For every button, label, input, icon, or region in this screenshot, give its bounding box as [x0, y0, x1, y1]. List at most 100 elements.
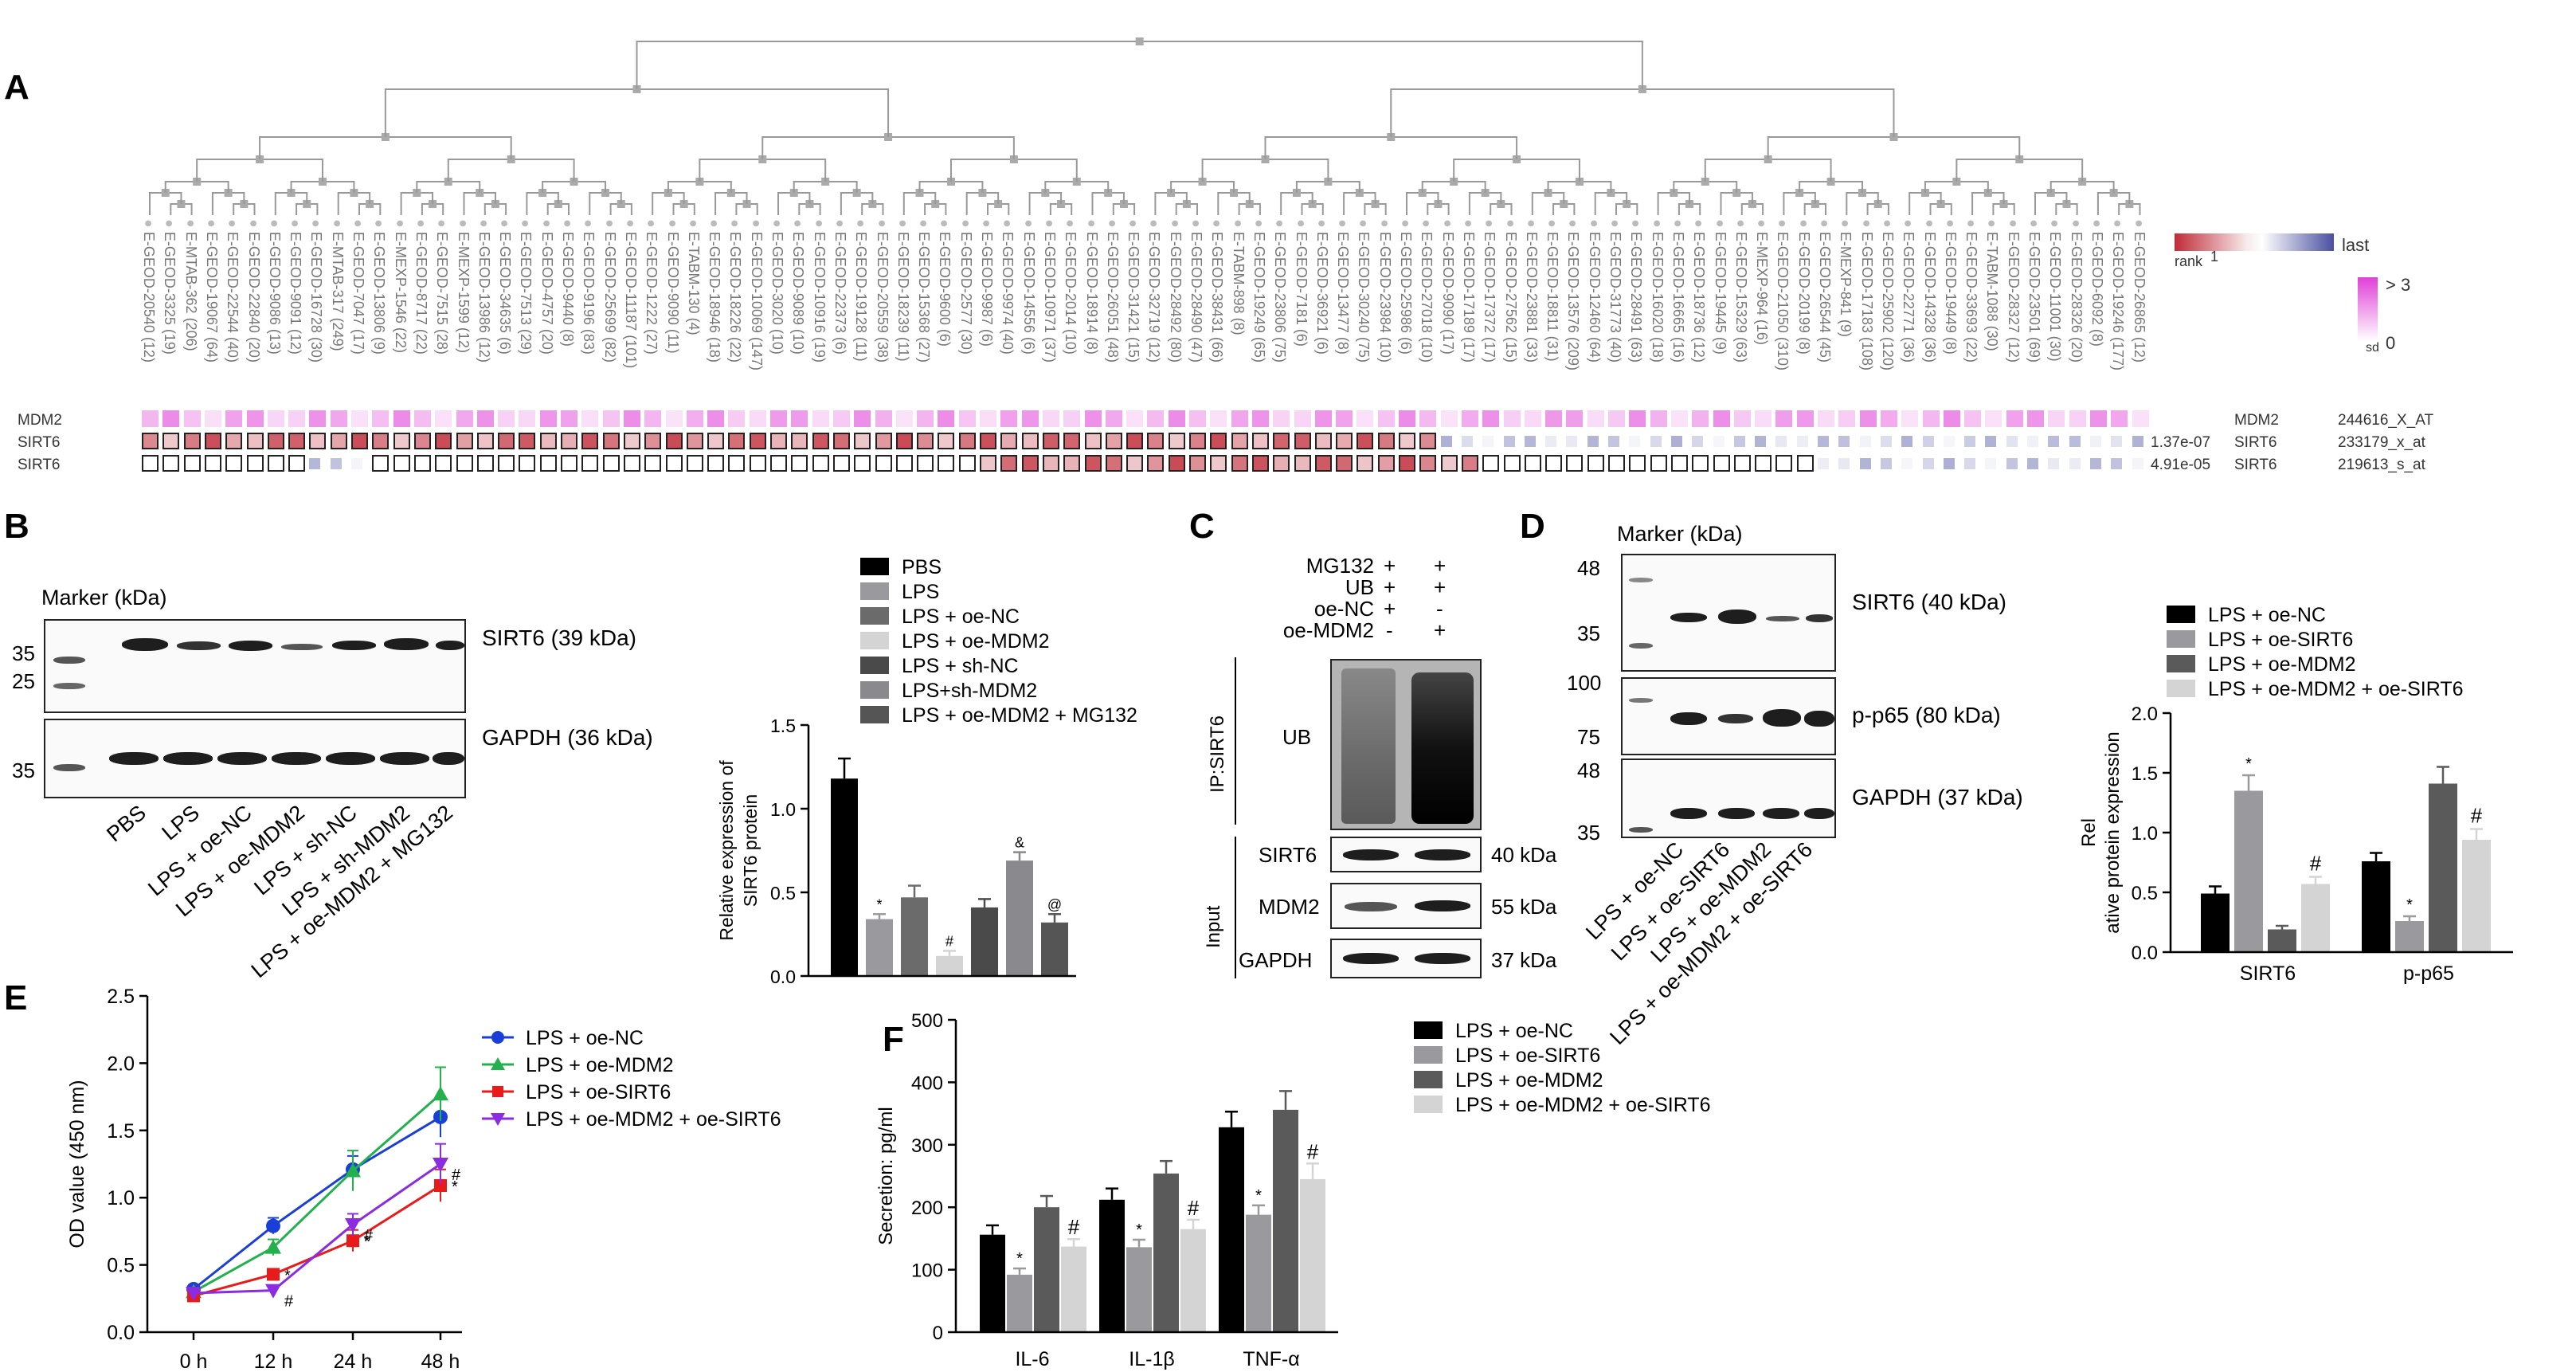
sample-dot: ● [1167, 219, 1184, 232]
sample-id: E-GEOD-14328 (36) [1921, 231, 1938, 363]
panel-label-c: C [1189, 507, 1215, 546]
heatmap-cell [2006, 458, 2018, 469]
sample-label: ● E-GEOD-20559 (38) [874, 219, 891, 426]
marker-d-48: 48 [1577, 556, 1600, 580]
heatmap-cell [561, 410, 577, 427]
heatmap-cell [1943, 410, 1960, 427]
sample-dot: ● [664, 219, 681, 232]
legend-swatch [2167, 606, 2195, 623]
panel-b: Marker (kDa) 35 25 SIRT6 (39 kDa) 35 GAP… [0, 502, 1179, 987]
row-label-mdm2: MDM2 [18, 412, 62, 429]
heatmap-cell [1189, 410, 1206, 427]
heatmap-cell [1105, 455, 1122, 472]
heatmap-cell [204, 433, 221, 449]
sample-label: ● E-GEOD-13806 (9) [370, 219, 387, 426]
sample-id: E-GEOD-19067 (64) [203, 231, 220, 363]
sample-dot: ● [308, 219, 325, 232]
sample-id: E-GEOD-2577 (30) [957, 231, 974, 355]
y-tick-label: 2.0 [2132, 704, 2158, 725]
heatmap-cell [707, 410, 725, 427]
heatmap-cell [1859, 436, 1871, 447]
heatmap-cell [1063, 433, 1081, 449]
heatmap-cell [330, 458, 342, 469]
sample-dot: ● [1293, 219, 1310, 232]
sample-dot: ● [1126, 219, 1142, 232]
rank-legend-first: rank [2175, 253, 2203, 269]
heatmap-cell [288, 433, 306, 449]
heatmap-cell [1545, 410, 1563, 427]
input-label: Input [1203, 905, 1224, 948]
sirt6-band [1670, 613, 1707, 622]
sample-label: ● E-GEOD-23984 (10) [1376, 219, 1393, 426]
sirt6-label-c: SIRT6 [1259, 843, 1317, 867]
sample-label: ● E-GEOD-26865 (12) [2131, 219, 2147, 426]
significance-mark: * [2406, 896, 2413, 914]
heatmap-cell [1273, 433, 1290, 449]
sample-label: ● E-GEOD-20540 (12) [140, 219, 157, 426]
sirt6-band [281, 644, 323, 650]
heatmap-cell [1796, 455, 1814, 472]
sample-label: ● E-GEOD-11001 (30) [2046, 219, 2063, 426]
heatmap-cell [707, 433, 725, 449]
sample-dot: ● [2110, 219, 2127, 232]
sample-id: E-GEOD-26865 (12) [2131, 231, 2147, 363]
heatmap-cell [1273, 410, 1290, 427]
legend-label: LPS+sh-MDM2 [902, 680, 1037, 702]
heatmap-cell [351, 458, 362, 469]
heatmap-cell [1231, 455, 1248, 472]
sample-label: ● E-GEOD-28327 (12) [2005, 219, 2022, 426]
sample-id: E-GEOD-38431 (66) [1209, 231, 1226, 363]
heatmap-cell [875, 410, 892, 427]
sample-id: E-GEOD-34635 (6) [497, 231, 514, 355]
sample-label: ● E-GEOD-9987 (6) [978, 219, 995, 426]
heatmap-cell [875, 433, 892, 449]
row-ub-v2: + [1434, 575, 1447, 599]
sample-label: ● E-GEOD-9600 (6) [936, 219, 953, 426]
sample-dot: ● [1838, 219, 1854, 232]
sample-label: ● E-GEOD-11187 (101) [622, 219, 639, 426]
legend-label: LPS + oe-MDM2 [526, 1054, 674, 1076]
legend-label: LPS + oe-MDM2 [1455, 1069, 1603, 1092]
y-tick-label: 300 [911, 1135, 943, 1157]
y-tick-label: 0.5 [107, 1255, 135, 1277]
sample-dot: ● [1858, 219, 1875, 232]
heatmap-cell [456, 410, 473, 427]
heatmap-cell [1063, 410, 1081, 427]
sample-id: E-GEOD-15329 (63) [1732, 231, 1749, 363]
sample-label: ● E-GEOD-7181 (6) [1293, 219, 1310, 426]
heatmap-cell [1147, 455, 1165, 472]
y-tick-label: 0.0 [107, 1322, 135, 1344]
x-category-label: p-p65 [2403, 962, 2454, 985]
heatmap-cell [958, 455, 976, 472]
heatmap-cell [1461, 455, 1478, 472]
sample-id: E-GEOD-18736 (12) [1691, 231, 1708, 363]
sample-id: E-MEXP-1546 (22) [392, 231, 409, 353]
y-tick-label: 0 [933, 1323, 943, 1344]
sample-label: ● E-GEOD-17183 (108) [1858, 219, 1875, 426]
sample-id: E-TABM-1088 (30) [1984, 231, 2001, 351]
marker-band [1629, 643, 1653, 649]
sample-id: E-GEOD-19246 (177) [2110, 231, 2127, 370]
significance-mark: # [1307, 1139, 1319, 1163]
panel-a: ● E-GEOD-20540 (12)● E-GEOD-3325 (19)● E… [0, 0, 2576, 494]
sample-id: E-GEOD-18946 (18) [707, 231, 723, 363]
significance-mark: * [876, 896, 882, 912]
legend-swatch [860, 607, 889, 625]
heatmap-cell [854, 410, 871, 427]
heatmap-cell [1755, 455, 1772, 472]
significance-mark: * [452, 1178, 458, 1196]
heatmap-cell [749, 433, 766, 449]
legend-label: LPS + oe-NC [2208, 604, 2326, 626]
sample-label: ● E-GEOD-23881 (33) [1523, 219, 1540, 426]
sample-label: ● E-GEOD-16728 (30) [307, 219, 324, 426]
heatmap-cell [1503, 436, 1515, 447]
sample-label: ● E-GEOD-4757 (20) [538, 219, 555, 426]
sample-id: E-TABM-898 (8) [1230, 231, 1247, 335]
heatmap-cell [854, 433, 871, 449]
row-gene-1: MDM2 [2234, 412, 2279, 429]
heatmap-cell [561, 455, 577, 472]
sample-label: ● E-GEOD-7513 (29) [517, 219, 534, 426]
heatmap-cell [1126, 433, 1144, 449]
